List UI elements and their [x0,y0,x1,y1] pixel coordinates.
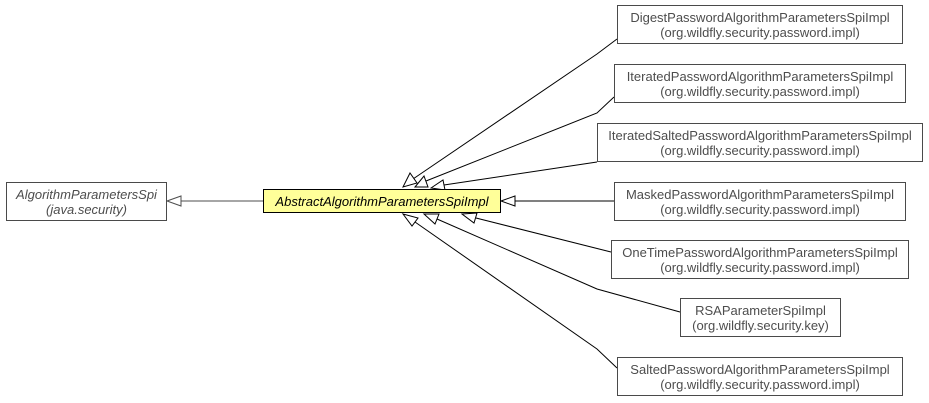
arrowhead-super [165,195,182,207]
subclass-package: (org.wildfly.security.password.impl) [660,201,860,217]
subclass-node-onetime[interactable]: OneTimePasswordAlgorithmParametersSpiImp… [611,240,909,279]
arrowhead-digest [402,172,418,188]
edge-salted [414,221,618,369]
subclass-name: MaskedPasswordAlgorithmParametersSpiImpl [625,186,895,202]
arrowhead-salted [401,213,419,227]
subclass-node-masked[interactable]: MaskedPasswordAlgorithmParametersSpiImpl… [614,182,906,221]
subclass-node-rsa[interactable]: RSAParameterSpiImpl (org.wildfly.securit… [680,298,841,337]
subclass-node-iterated[interactable]: IteratedPasswordAlgorithmParametersSpiIm… [614,64,906,103]
subclass-package: (org.wildfly.security.password.impl) [660,142,860,158]
arrowhead-iterated [413,175,429,188]
edge-iterated-salted [443,161,598,186]
edge-rsa [436,218,681,313]
edge-digest [412,38,618,180]
arrowhead-rsa [422,213,440,225]
subclass-package: (org.wildfly.security.password.impl) [660,259,860,275]
superclass-name: AlgorithmParametersSpi [16,186,157,202]
subclass-name: SaltedPasswordAlgorithmParametersSpiImpl [630,361,890,377]
subclass-package: (org.wildfly.security.password.impl) [660,376,860,392]
subclass-package: (org.wildfly.security.key) [692,317,829,333]
subclass-name: RSAParameterSpiImpl [695,302,826,318]
arrowhead-onetime [460,212,478,224]
subclass-package: (org.wildfly.security.password.impl) [660,24,860,40]
subclass-node-salted[interactable]: SaltedPasswordAlgorithmParametersSpiImpl… [617,357,903,396]
focus-class-node[interactable]: AbstractAlgorithmParametersSpiImpl [263,189,501,213]
focus-class-name: AbstractAlgorithmParametersSpiImpl [275,193,489,209]
subclass-name: DigestPasswordAlgorithmParametersSpiImpl [630,9,890,25]
arrowhead-masked [499,195,516,207]
subclass-node-digest[interactable]: DigestPasswordAlgorithmParametersSpiImpl… [617,5,903,44]
subclass-name: IteratedPasswordAlgorithmParametersSpiIm… [626,68,894,84]
superclass-package: (java.security) [46,201,127,217]
edge-iterated [425,96,615,182]
edge-onetime [475,217,612,253]
subclass-name: OneTimePasswordAlgorithmParametersSpiImp… [622,244,898,260]
subclass-package: (org.wildfly.security.password.impl) [660,83,860,99]
subclass-name: IteratedSaltedPasswordAlgorithmParameter… [608,127,912,143]
superclass-node[interactable]: AlgorithmParametersSpi (java.security) [6,182,167,221]
subclass-node-iterated-salted[interactable]: IteratedSaltedPasswordAlgorithmParameter… [597,123,923,162]
